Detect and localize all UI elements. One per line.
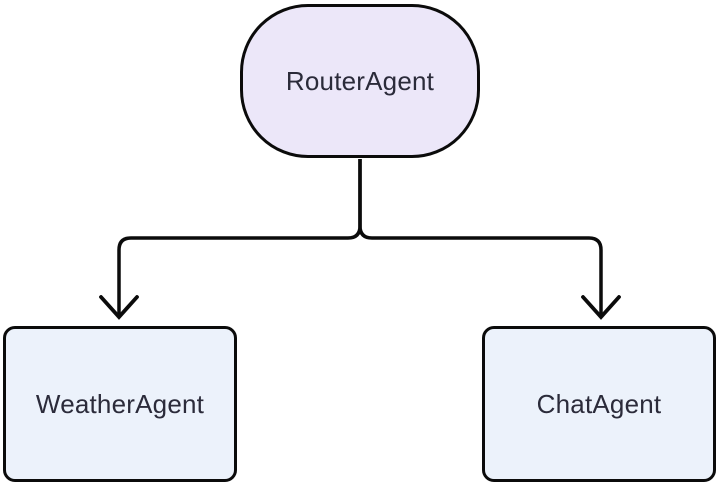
node-router-agent-label: RouterAgent [285, 65, 435, 96]
edge-router-to-weather [117, 159, 362, 315]
node-chat-agent: ChatAgent [482, 326, 716, 482]
edge-router-to-chat [358, 159, 603, 315]
node-router-agent: RouterAgent [240, 4, 480, 158]
node-weather-agent-label: WeatherAgent [35, 388, 205, 419]
arrowhead-chat-icon [581, 295, 621, 320]
arrowhead-weather-icon [99, 295, 139, 320]
node-weather-agent: WeatherAgent [3, 326, 237, 482]
node-chat-agent-label: ChatAgent [536, 388, 662, 419]
